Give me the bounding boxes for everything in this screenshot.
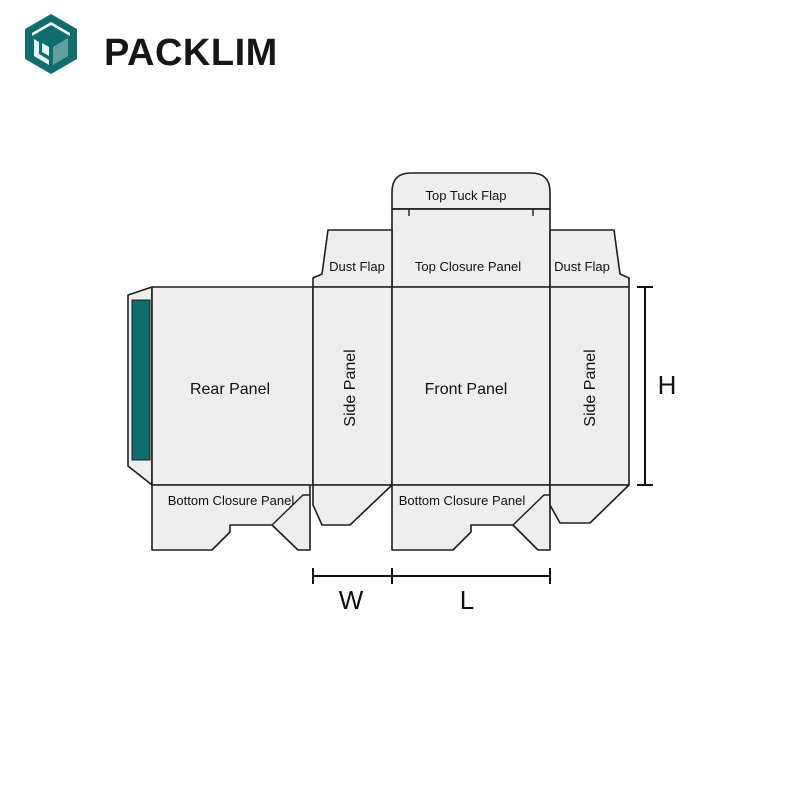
label-dust-flap-right: Dust Flap: [554, 259, 610, 274]
top-closure-panel: [391, 208, 551, 288]
front-panel: [391, 286, 551, 486]
label-side-panel-left: Side Panel: [342, 349, 359, 426]
dimension-height: [637, 286, 653, 486]
side-panel-right: [549, 286, 630, 486]
label-dust-flap-left: Dust Flap: [329, 259, 385, 274]
brand-name: PACKLIM: [104, 32, 278, 74]
bottom-closure-panel-left: [151, 484, 311, 551]
dimension-label-l: L: [460, 585, 474, 615]
label-top-closure-panel: Top Closure Panel: [415, 259, 521, 274]
bottom-closure-panel-right: [391, 484, 551, 551]
brand-logo: PACKLIM: [20, 12, 280, 74]
label-bottom-closure-right: Bottom Closure Panel: [399, 493, 526, 508]
top-tuck-flap: [391, 172, 551, 210]
label-front-panel: Front Panel: [425, 381, 508, 398]
label-rear-panel: Rear Panel: [190, 381, 270, 398]
bottom-side-flap-left: [312, 484, 393, 526]
dimension-label-h: H: [658, 370, 677, 400]
bottom-side-flap-right: [549, 484, 630, 524]
glue-flap-window: [131, 299, 151, 461]
label-top-tuck-flap: Top Tuck Flap: [426, 188, 507, 203]
dimension-label-w: W: [339, 585, 364, 615]
rear-panel: [151, 286, 314, 486]
hexagon-layers-icon: [25, 14, 77, 74]
dimension-width-length: [312, 568, 551, 584]
side-panel-left: [312, 286, 393, 486]
label-bottom-closure-left: Bottom Closure Panel: [168, 493, 295, 508]
label-side-panel-right: Side Panel: [582, 349, 599, 426]
